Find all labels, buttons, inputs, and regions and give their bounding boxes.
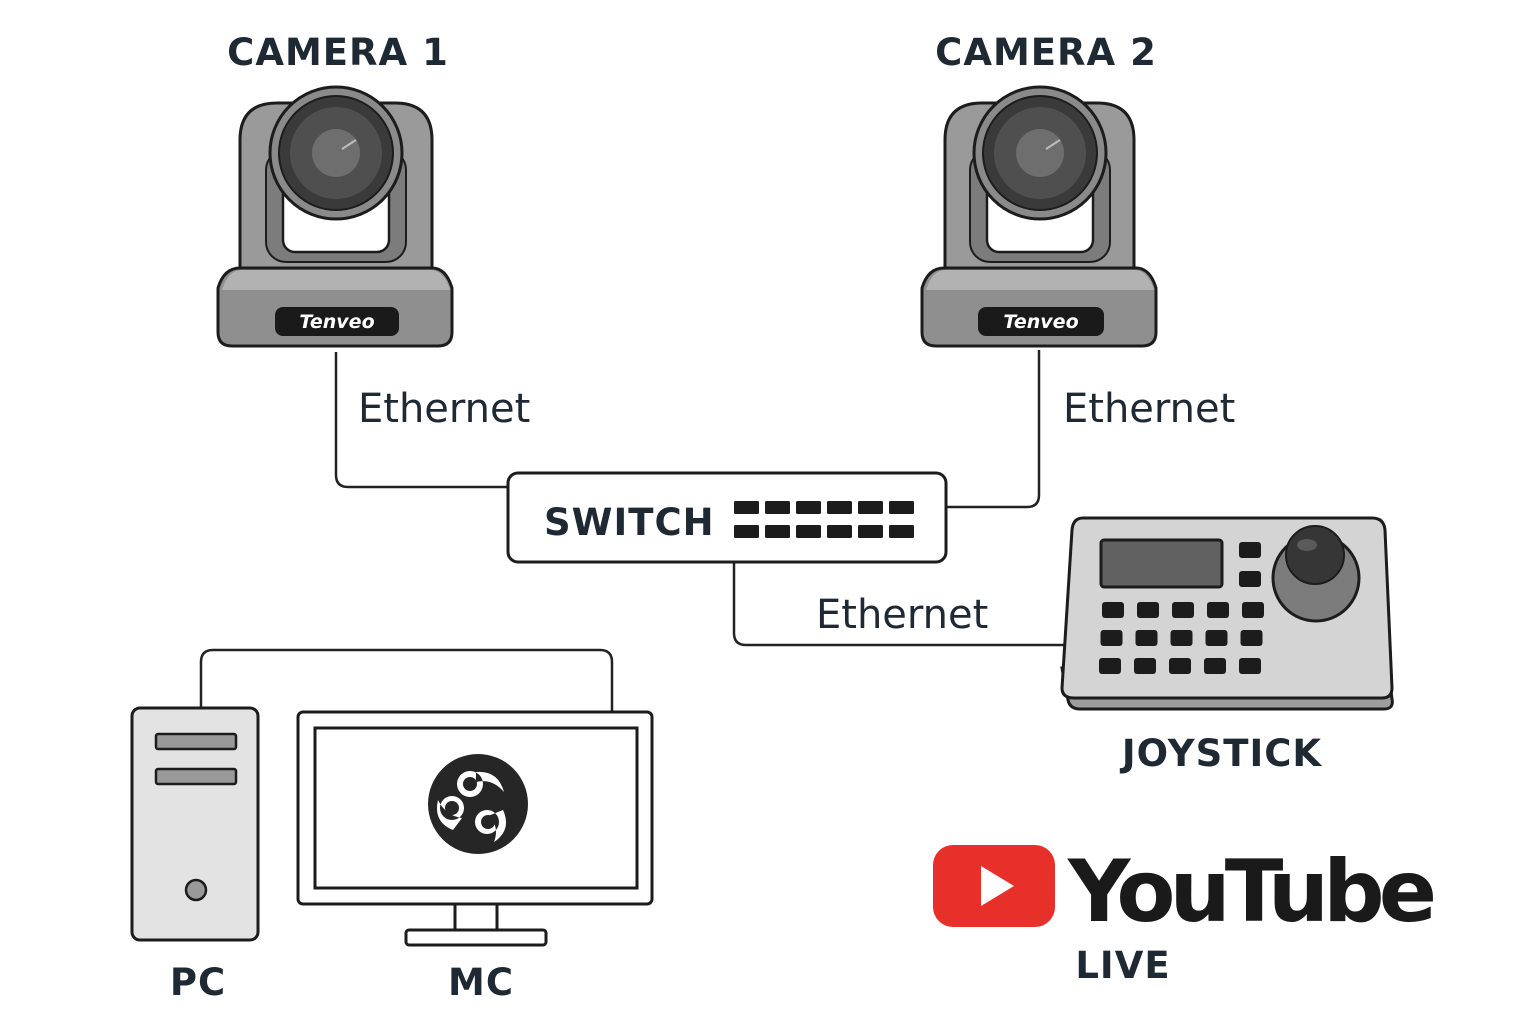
- ethernet-label-camera2: Ethernet: [1063, 386, 1235, 432]
- camera-2-brand: Tenveo: [1003, 311, 1078, 333]
- wire-camera1-switch: [334, 352, 508, 489]
- joystick-key: [1169, 658, 1191, 674]
- wire-pc-monitor: [199, 648, 614, 712]
- joystick-key: [1099, 658, 1121, 674]
- wire-switch-joystick: [732, 562, 1064, 647]
- pc-power-button: [184, 878, 208, 902]
- switch-port: [827, 501, 852, 514]
- camera-2: CAMERA 2 Tenveo: [920, 31, 1158, 348]
- camera-1: CAMERA 1 Tenveo: [216, 31, 454, 348]
- joystick-key: [1204, 658, 1226, 674]
- switch-port: [765, 525, 790, 538]
- switch-label: SWITCH: [544, 501, 715, 544]
- switch-body: [506, 471, 948, 564]
- switch-port: [858, 501, 883, 514]
- switch-port: [765, 501, 790, 514]
- switch-port: [796, 525, 821, 538]
- pc-label: PC: [170, 961, 226, 1004]
- switch-port: [889, 525, 914, 538]
- camera-2-label: CAMERA 2: [935, 31, 1157, 74]
- monitor-foot: [404, 928, 548, 947]
- joystick-key: [1239, 571, 1261, 587]
- switch-port: [796, 501, 821, 514]
- joystick-key: [1170, 630, 1193, 646]
- joystick-key: [1240, 630, 1263, 646]
- pc-drive-bay-2: [154, 767, 238, 786]
- joystick-key: [1134, 658, 1156, 674]
- joystick-key: [1102, 602, 1124, 618]
- ethernet-label-joystick: Ethernet: [816, 592, 988, 638]
- joystick-key: [1100, 630, 1123, 646]
- joystick-keys: [1099, 542, 1264, 674]
- monitor: MC: [296, 710, 654, 1004]
- joystick-label: JOYSTICK: [1119, 732, 1323, 775]
- camera-2-brand-plate: [978, 307, 1104, 336]
- pc-drive-bay-1: [154, 732, 238, 751]
- camera-1-brand: Tenveo: [299, 311, 374, 333]
- joystick-key: [1239, 542, 1261, 558]
- monitor-label: MC: [448, 961, 514, 1004]
- joystick-key: [1207, 602, 1229, 618]
- network-switch: SWITCH: [506, 471, 948, 564]
- camera-1-brand-plate: [275, 307, 399, 336]
- joystick-knob: [1285, 525, 1345, 585]
- pc-case: [130, 706, 260, 942]
- obs-logo-icon: [428, 754, 528, 854]
- joystick-key: [1205, 630, 1228, 646]
- ethernet-label-camera1: Ethernet: [358, 386, 530, 432]
- switch-ports: [734, 501, 914, 538]
- joystick-key: [1242, 602, 1264, 618]
- joystick-display: [1099, 538, 1224, 589]
- youtube-live-label: LIVE: [1075, 944, 1170, 987]
- youtube-wordmark: YouTube: [1067, 842, 1434, 942]
- joystick-key: [1135, 630, 1158, 646]
- joystick-controller: JOYSTICK: [1060, 516, 1394, 775]
- camera-1-label: CAMERA 1: [227, 31, 449, 74]
- monitor-neck: [453, 902, 499, 934]
- switch-port: [827, 525, 852, 538]
- youtube-live-logo: YouTube LIVE: [933, 842, 1440, 987]
- joystick-key: [1137, 602, 1159, 618]
- switch-port: [734, 501, 759, 514]
- switch-port: [889, 501, 914, 514]
- switch-port: [734, 525, 759, 538]
- joystick-key: [1239, 658, 1261, 674]
- switch-port: [858, 525, 883, 538]
- pc-tower: PC: [130, 706, 260, 1004]
- joystick-key: [1172, 602, 1194, 618]
- wire-camera2-switch: [946, 350, 1041, 509]
